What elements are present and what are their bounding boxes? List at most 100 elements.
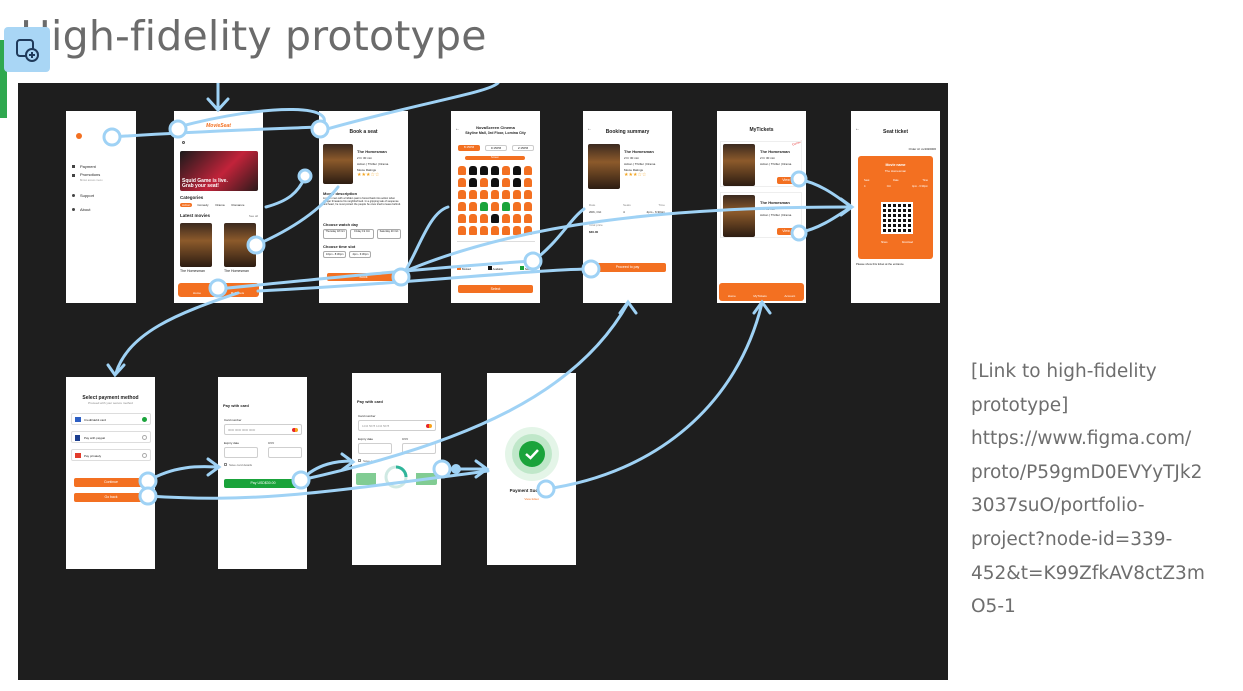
link-line[interactable]: O5-1	[971, 596, 1016, 618]
seat[interactable]	[502, 166, 510, 175]
frame-home[interactable]: MovieSeat Squid Game is live. Grab your …	[174, 111, 263, 303]
seat[interactable]	[513, 178, 521, 187]
seat[interactable]	[491, 178, 499, 187]
seat[interactable]	[513, 166, 521, 175]
seat[interactable]	[458, 202, 466, 211]
seat[interactable]	[524, 178, 532, 187]
frame-processing[interactable]: Pay with card Card number 1234 5678 1234…	[352, 373, 441, 565]
link-line[interactable]: 3037suO/portfolio-	[971, 495, 1145, 517]
category-chip[interactable]: Drama	[215, 203, 225, 207]
seat[interactable]	[469, 214, 477, 223]
category-chip[interactable]: Action	[180, 203, 193, 207]
seat[interactable]	[469, 190, 477, 199]
view-ticket-link[interactable]: View ticket	[524, 497, 539, 501]
payment-option-paypal[interactable]: Pay with paypal	[71, 431, 151, 443]
link-line[interactable]: 452&t=K99ZfkAV8ctZ3m	[971, 562, 1205, 584]
view-ticket-button[interactable]: View	[777, 228, 795, 235]
seat[interactable]	[524, 226, 532, 235]
seat[interactable]	[502, 190, 510, 199]
showtime-tab[interactable]: 9:15PM	[485, 145, 507, 151]
seat[interactable]	[458, 214, 466, 223]
seat[interactable]	[524, 214, 532, 223]
seat[interactable]	[524, 190, 532, 199]
continue-button[interactable]: Continue	[74, 478, 148, 487]
day-option[interactable]: Thursday 18 Oct	[323, 229, 347, 239]
seat[interactable]	[480, 214, 488, 223]
frame-seat-selection[interactable]: NovaScreen Cinema Skyline Mall, 3rd Floo…	[451, 111, 540, 303]
nav-mytickets[interactable]: MyTickets	[753, 294, 767, 298]
menu-item-payment[interactable]: Payment	[72, 161, 103, 172]
seat[interactable]	[502, 178, 510, 187]
radio-selected[interactable]	[142, 417, 147, 422]
back-arrow-icon[interactable]: ←	[855, 126, 860, 132]
seat[interactable]	[469, 178, 477, 187]
seat[interactable]	[480, 166, 488, 175]
nav-home[interactable]: Home	[192, 291, 201, 295]
seat[interactable]	[469, 226, 477, 235]
card-number-input[interactable]: 0000 0000 0000 0000	[224, 424, 302, 435]
nav-account[interactable]: Account	[784, 294, 796, 298]
nav-mytickets[interactable]: MyTickets	[230, 291, 245, 295]
link-line[interactable]: proto/P59gmD0EVYyTJk2	[971, 461, 1203, 483]
seat[interactable]	[491, 190, 499, 199]
seat[interactable]	[458, 226, 466, 235]
card-number-input[interactable]: 1234 5678 1234 5678	[358, 420, 436, 431]
frame-booking-summary[interactable]: ← Booking summary The Homesman 2 hr 30 m…	[583, 111, 672, 303]
seat[interactable]	[491, 226, 499, 235]
payment-option-private[interactable]: Pay privately	[71, 449, 151, 461]
movie-poster[interactable]	[224, 223, 256, 267]
back-arrow-icon[interactable]: ←	[455, 126, 460, 132]
nav-home[interactable]: Home	[727, 294, 736, 298]
frame-payment-method[interactable]: Select payment method Proceed with your …	[66, 377, 155, 569]
seat[interactable]	[469, 166, 477, 175]
seat[interactable]	[480, 226, 488, 235]
time-option[interactable]: 4pm - 6:30pm	[349, 251, 372, 258]
see-all-link[interactable]: See all	[248, 214, 258, 218]
search-icon[interactable]	[182, 141, 185, 144]
menu-item-support[interactable]: Support	[72, 188, 103, 202]
seat[interactable]	[458, 178, 466, 187]
seat[interactable]	[502, 214, 510, 223]
showtime-tab[interactable]: 8:15PM	[458, 145, 480, 151]
seat-grid[interactable]	[458, 166, 536, 236]
radio[interactable]	[142, 453, 147, 458]
radio[interactable]	[142, 435, 147, 440]
checkbox[interactable]	[224, 463, 227, 466]
payment-option-card[interactable]: Credit/debit card	[71, 413, 151, 425]
proceed-to-pay-button[interactable]: Proceed to pay	[589, 263, 666, 272]
showtime-tab[interactable]: 2:15PM	[512, 145, 534, 151]
frame-mytickets[interactable]: MyTickets Current The Homesman 2 hr 30 m…	[717, 111, 806, 303]
seat[interactable]	[458, 166, 466, 175]
ticket-card[interactable]: The Homesman 2 hr 30 min Action | Thrill…	[720, 141, 802, 187]
movie-poster[interactable]	[180, 223, 212, 267]
frame-payment-success[interactable]: Payment Successful View ticket	[487, 373, 576, 565]
frame-book-seat[interactable]: Book a seat The Homesman 2 hr 30 min Act…	[319, 111, 408, 303]
seat[interactable]	[524, 202, 532, 211]
seat[interactable]	[513, 190, 521, 199]
expiry-input[interactable]	[358, 443, 392, 454]
seat[interactable]	[480, 202, 488, 211]
go-back-button[interactable]: Go back	[74, 493, 148, 502]
day-option[interactable]: Friday 19 Oct	[350, 229, 374, 239]
seat[interactable]	[480, 190, 488, 199]
menu-item-about[interactable]: About	[72, 202, 103, 216]
frame-seat-ticket[interactable]: ← Seat ticket Order id: cu3320006 Movie …	[851, 111, 940, 303]
promo-banner[interactable]: Squid Game is live. Grab your seat!	[180, 151, 258, 191]
save-card-row[interactable]: Save card details	[224, 463, 252, 467]
download-button[interactable]: Download	[901, 241, 913, 244]
share-button[interactable]: Share	[881, 241, 888, 244]
category-chip[interactable]: Romance	[231, 203, 245, 207]
category-chip[interactable]: Comedy	[197, 203, 209, 207]
book-button[interactable]: Book	[327, 273, 400, 281]
add-frame-button[interactable]	[4, 27, 50, 72]
back-arrow-icon[interactable]: ←	[587, 126, 592, 132]
seat[interactable]	[458, 190, 466, 199]
cvv-input[interactable]	[402, 443, 436, 454]
seat[interactable]	[480, 178, 488, 187]
seat[interactable]	[513, 214, 521, 223]
seat[interactable]	[513, 202, 521, 211]
view-ticket-button[interactable]: View	[777, 177, 795, 184]
